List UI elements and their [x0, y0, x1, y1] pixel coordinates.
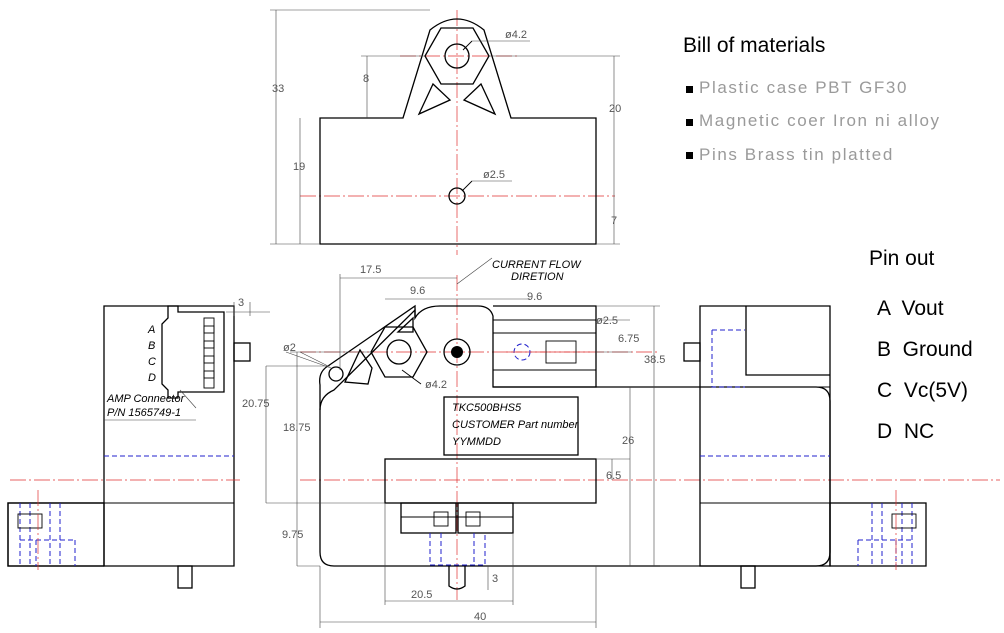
dim-18-75: 18.75	[283, 422, 311, 434]
side-boss	[493, 305, 597, 388]
pin-out: Pin out A Vout B Ground C Vc(5V) D NC	[869, 247, 973, 443]
dim-20-5: 20.5	[411, 589, 432, 601]
pin-letter-c: C	[148, 356, 156, 368]
front-body	[319, 305, 831, 567]
current-flow-line1: CURRENT FLOW	[492, 259, 582, 271]
label-part-no: TKC500BHS5	[452, 402, 522, 414]
top-view: 33 8 ø4.2 20 19 ø2.5 7	[270, 9, 621, 255]
dim-2-5-side: ø2.5	[596, 315, 618, 327]
dim-2: ø2	[283, 342, 296, 354]
dim-33: 33	[272, 83, 284, 95]
dim-6-75: 6.75	[618, 333, 639, 345]
dim-40: 40	[474, 611, 486, 623]
top-window-right	[462, 82, 497, 116]
dim-9-75: 9.75	[282, 529, 303, 541]
dim-6-5: 6.5	[606, 470, 621, 482]
current-flow-dot	[443, 338, 471, 366]
left-body	[103, 305, 235, 567]
connector-line1: AMP Connector	[106, 393, 186, 405]
pin-letter-a: A	[147, 324, 155, 336]
dim-42-top: ø4.2	[505, 29, 527, 41]
pin-letter-d: D	[148, 372, 156, 384]
dim-25-top: ø2.5	[483, 169, 505, 181]
dim-26: 26	[622, 435, 634, 447]
pinout-a: A Vout	[877, 297, 944, 320]
bom-item-3: Pins Brass tin platted	[699, 145, 894, 164]
left-side-view: 3 A B C D AMP Connector P/N 1565749-1	[7, 297, 270, 589]
bom-item-1: Plastic case PBT GF30	[699, 78, 908, 97]
front-view: TKC500BHS5 CUSTOMER Part number YYMMDD 1…	[242, 257, 1000, 628]
dim-9-6-right: 9.6	[527, 291, 542, 303]
pinout-c: C Vc(5V)	[877, 379, 968, 402]
pinout-d: D NC	[877, 420, 934, 443]
dim-8: 8	[363, 73, 369, 85]
front-base	[384, 458, 597, 504]
top-hole-25	[448, 187, 466, 205]
dim-7: 7	[611, 215, 617, 227]
right-side-view	[683, 305, 927, 589]
right-body	[699, 305, 831, 567]
dim-3-bottom: 3	[492, 573, 498, 585]
current-flow-line2: DIRETION	[511, 271, 564, 283]
bom-title: Bill of materials	[683, 34, 825, 57]
pinout-title: Pin out	[869, 247, 935, 270]
connector-line2: P/N 1565749-1	[107, 407, 181, 419]
dim-4-2-front: ø4.2	[425, 379, 447, 391]
pinout-b: B Ground	[877, 338, 973, 361]
front-hole-2	[328, 366, 344, 382]
product-label-box	[443, 396, 579, 456]
dim-20-75: 20.75	[242, 398, 270, 410]
dim-9-6-left: 9.6	[410, 285, 425, 297]
pin-letter-b: B	[148, 340, 155, 352]
dim-20: 20	[609, 103, 621, 115]
bom-item-2: Magnetic coer Iron ni alloy	[699, 111, 941, 130]
label-date: YYMMDD	[452, 436, 501, 448]
bill-of-materials: Bill of materials Plastic case PBT GF30 …	[683, 34, 941, 164]
dim-38-5: 38.5	[644, 354, 665, 366]
dim-3-side: 3	[238, 297, 244, 309]
front-hex-nut	[370, 326, 428, 378]
dim-19: 19	[293, 161, 305, 173]
amp-connector	[161, 305, 225, 399]
front-hole-42	[386, 339, 412, 365]
dim-17-5: 17.5	[360, 264, 381, 276]
top-window-left	[417, 82, 452, 116]
top-hole-42	[444, 43, 470, 69]
front-ear	[319, 304, 416, 410]
label-customer: CUSTOMER Part number	[452, 419, 580, 431]
